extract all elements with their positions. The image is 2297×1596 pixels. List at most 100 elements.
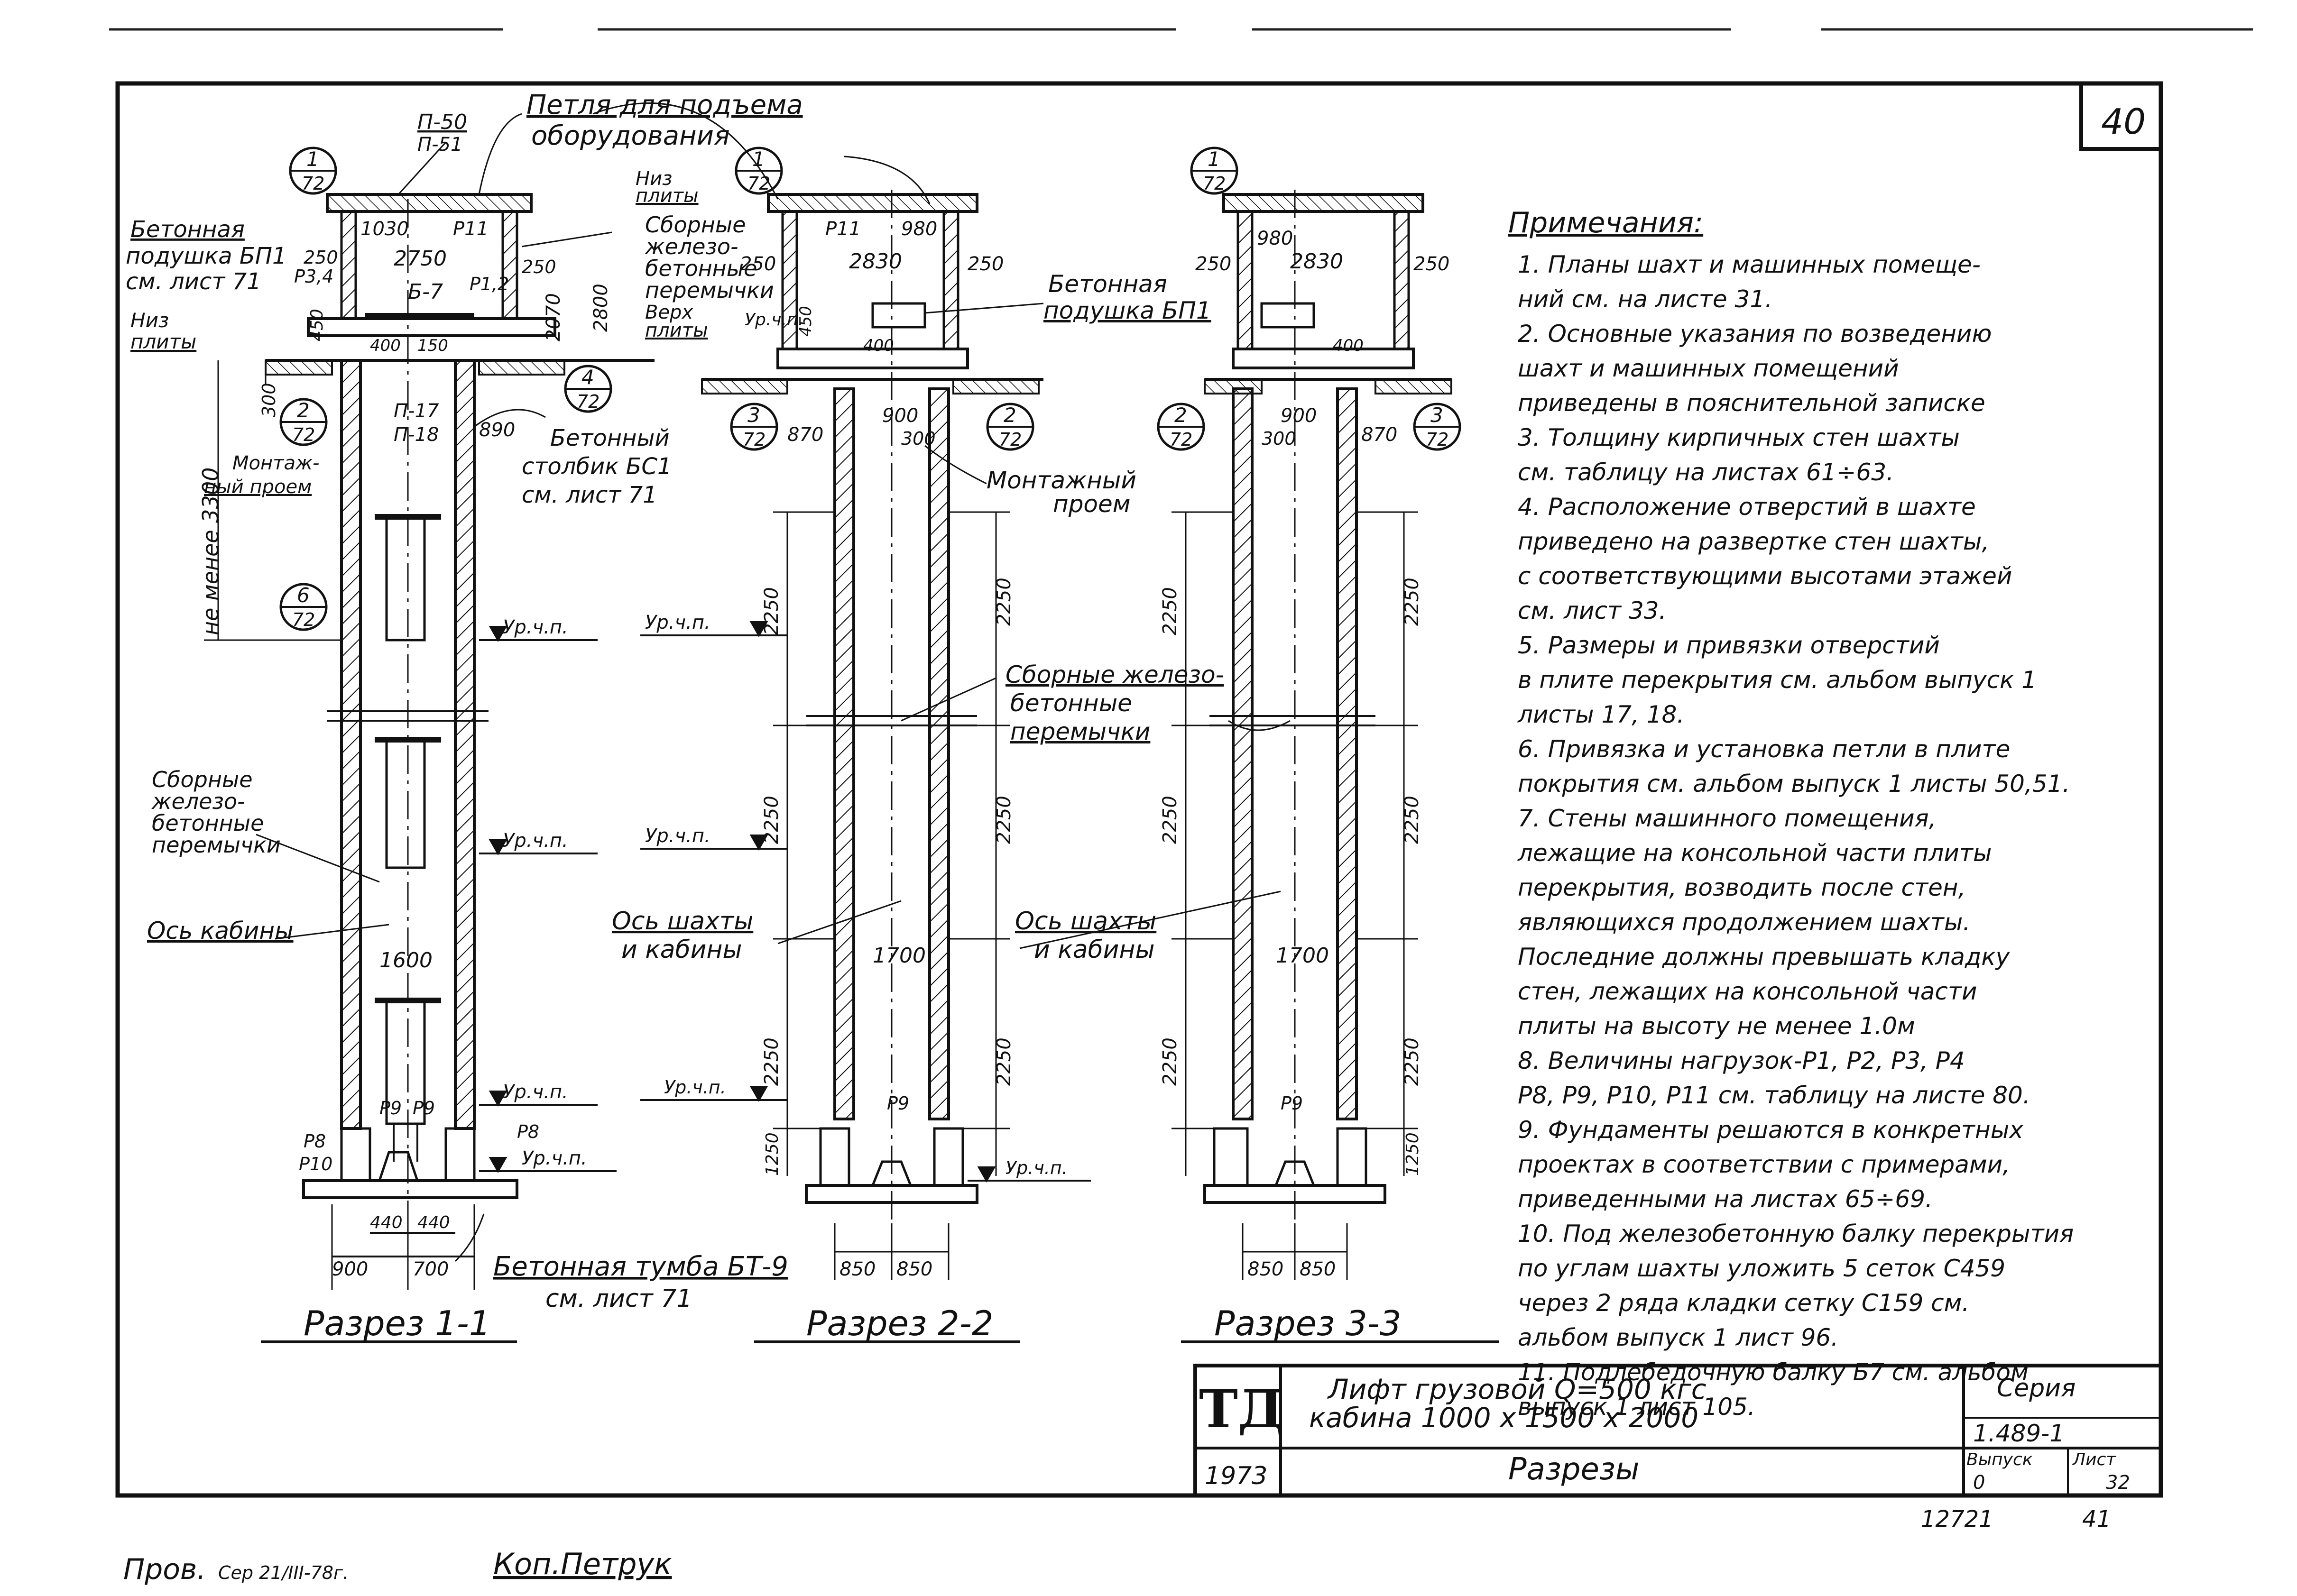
note-line: с соответствующими высотами этажей [1518, 562, 2012, 590]
note-line: покрытия см. альбом выпуск 1 листы 50,51… [1518, 770, 2070, 798]
svg-text:Сборные железо-: Сборные железо- [1006, 661, 1224, 688]
checker-signature: Сер 21/III-78г. [218, 1562, 349, 1583]
note-line: см. лист 33. [1518, 597, 1666, 624]
svg-text:3: 3 [747, 404, 760, 427]
note-line: 8. Величины нагрузок-Р1, Р2, Р3, Р4 [1518, 1047, 1965, 1074]
svg-text:2250: 2250 [761, 587, 783, 635]
shaft-wall-left-2 [833, 387, 855, 1120]
svg-text:не менее 3300: не менее 3300 [198, 468, 223, 635]
svg-text:1600: 1600 [379, 948, 433, 972]
pit-slab-2 [805, 1184, 978, 1204]
svg-text:4: 4 [581, 366, 594, 389]
svg-text:1: 1 [1208, 147, 1220, 171]
winch-beam-1 [365, 313, 474, 320]
svg-text:1973: 1973 [1205, 1462, 1267, 1490]
svg-text:столбик БС1: столбик БС1 [522, 453, 672, 480]
svg-text:0: 0 [1973, 1472, 1985, 1494]
notes-heading: Примечания: [1508, 206, 1703, 239]
shaft-wall-left-3 [1232, 387, 1254, 1120]
note-line: проектах в соответствии с примерами, [1518, 1151, 2010, 1178]
winch-2 [871, 302, 926, 329]
svg-text:850: 850 [896, 1258, 932, 1280]
inventory-page: 41 [2082, 1506, 2111, 1532]
svg-text:2800: 2800 [590, 284, 612, 332]
svg-text:Выпуск: Выпуск [1966, 1450, 2033, 1469]
note-line: 3. Толщину кирпичных стен шахты [1518, 424, 1960, 451]
svg-text:1250: 1250 [1403, 1132, 1422, 1176]
svg-text:Ур.ч.п.: Ур.ч.п. [664, 1077, 726, 1098]
shaft-wall-right-2 [928, 387, 950, 1120]
svg-text:Ур.ч.п.: Ур.ч.п. [503, 616, 568, 638]
note-line: стен, лежащих на консольной части [1518, 978, 1977, 1005]
svg-text:перемычки: перемычки [152, 832, 281, 858]
svg-text:1700: 1700 [873, 944, 926, 968]
note-line: 9. Фундаменты решаются в конкретных [1518, 1116, 2023, 1144]
note-line: ний см. на листе 31. [1518, 285, 1772, 313]
loop-callout: Петля для подъема [526, 90, 803, 120]
loop-callout-2: оборудования [531, 120, 730, 151]
svg-text:72: 72 [1426, 429, 1448, 450]
svg-text:бетонные: бетонные [152, 810, 264, 836]
svg-text:Ур.ч.п.: Ур.ч.п. [645, 825, 710, 847]
svg-text:Сборные: Сборные [152, 767, 253, 792]
roof-slab-1 [326, 193, 533, 213]
svg-text:Р8: Р8 [517, 1121, 539, 1142]
svg-text:Ур.ч.п.: Ур.ч.п. [745, 310, 803, 330]
svg-text:Бетонная тумба БТ-9: Бетонная тумба БТ-9 [493, 1251, 788, 1282]
svg-text:250: 250 [1413, 253, 1449, 275]
svg-text:450: 450 [307, 309, 327, 341]
svg-text:890: 890 [479, 419, 515, 441]
svg-text:Лифт грузовой Q=500 кгс: Лифт грузовой Q=500 кгс [1327, 1373, 1707, 1405]
svg-text:перемычки: перемычки [1010, 718, 1150, 745]
svg-text:250: 250 [740, 253, 776, 275]
svg-text:980: 980 [901, 218, 937, 240]
svg-text:72: 72 [292, 424, 315, 445]
svg-text:1: 1 [306, 147, 319, 171]
svg-text:Серия: Серия [1997, 1374, 2076, 1403]
svg-text:400: 400 [863, 336, 894, 355]
note-line: лежащие на консольной части плиты [1517, 839, 1992, 867]
svg-text:72: 72 [743, 429, 766, 450]
svg-text:2250: 2250 [1159, 796, 1181, 844]
concrete-pedestal-right-1 [444, 1127, 476, 1182]
svg-text:Низ: Низ [130, 309, 169, 332]
svg-text:72: 72 [999, 429, 1022, 450]
section-title-1-1: Разрез 1-1 [304, 1303, 491, 1343]
note-line: см. таблицу на листах 61÷63. [1518, 459, 1894, 486]
section-bubble-3-3: 3 72 [1413, 403, 1461, 451]
note-line: Последние должны превышать кладку [1518, 943, 2011, 971]
note-line: 4. Расположение отверстий в шахте [1518, 493, 1976, 521]
svg-text:1700: 1700 [1276, 944, 1329, 968]
svg-text:железо-: железо- [151, 789, 245, 814]
svg-text:Бетонная: Бетонная [1048, 270, 1167, 298]
section-bubble-2-1: 2 72 [279, 398, 328, 446]
corner-number: 40 [2101, 101, 2146, 142]
svg-text:250: 250 [522, 257, 556, 277]
svg-text:3: 3 [1430, 404, 1443, 427]
section-bubble-2-2: 2 72 [986, 403, 1034, 451]
roof-slab-2 [767, 193, 978, 213]
svg-text:72: 72 [747, 173, 770, 194]
section-bubble-6-1: 6 72 [279, 583, 328, 631]
svg-text:плиты: плиты [130, 330, 196, 353]
label-p51: П-51 [417, 134, 462, 156]
note-line: являющихся продолжением шахты. [1518, 908, 1970, 936]
svg-text:440: 440 [417, 1213, 450, 1232]
svg-text:Р3,4: Р3,4 [294, 266, 333, 287]
svg-text:300: 300 [258, 383, 279, 417]
svg-text:плиты: плиты [645, 320, 708, 341]
svg-text:72: 72 [1170, 429, 1192, 450]
svg-text:см. лист 71: см. лист 71 [126, 268, 261, 295]
svg-text:1: 1 [752, 147, 765, 171]
section-bubble-3-top: 1 72 [1190, 147, 1238, 195]
svg-text:Верх: Верх [645, 302, 693, 323]
svg-text:плиты: плиты [636, 185, 699, 207]
section-bubble-3-2: 3 72 [730, 403, 778, 451]
shaft-wall-right-1 [454, 359, 476, 1130]
svg-text:бетонные: бетонные [1010, 689, 1132, 717]
title-block-text: ТД Лифт грузовой Q=500 кгс кабина 1000 x… [1199, 1373, 2130, 1494]
svg-text:980: 980 [1257, 228, 1293, 249]
svg-text:Р11: Р11 [825, 218, 861, 240]
svg-text:2250: 2250 [993, 796, 1015, 844]
svg-text:72: 72 [302, 173, 324, 194]
